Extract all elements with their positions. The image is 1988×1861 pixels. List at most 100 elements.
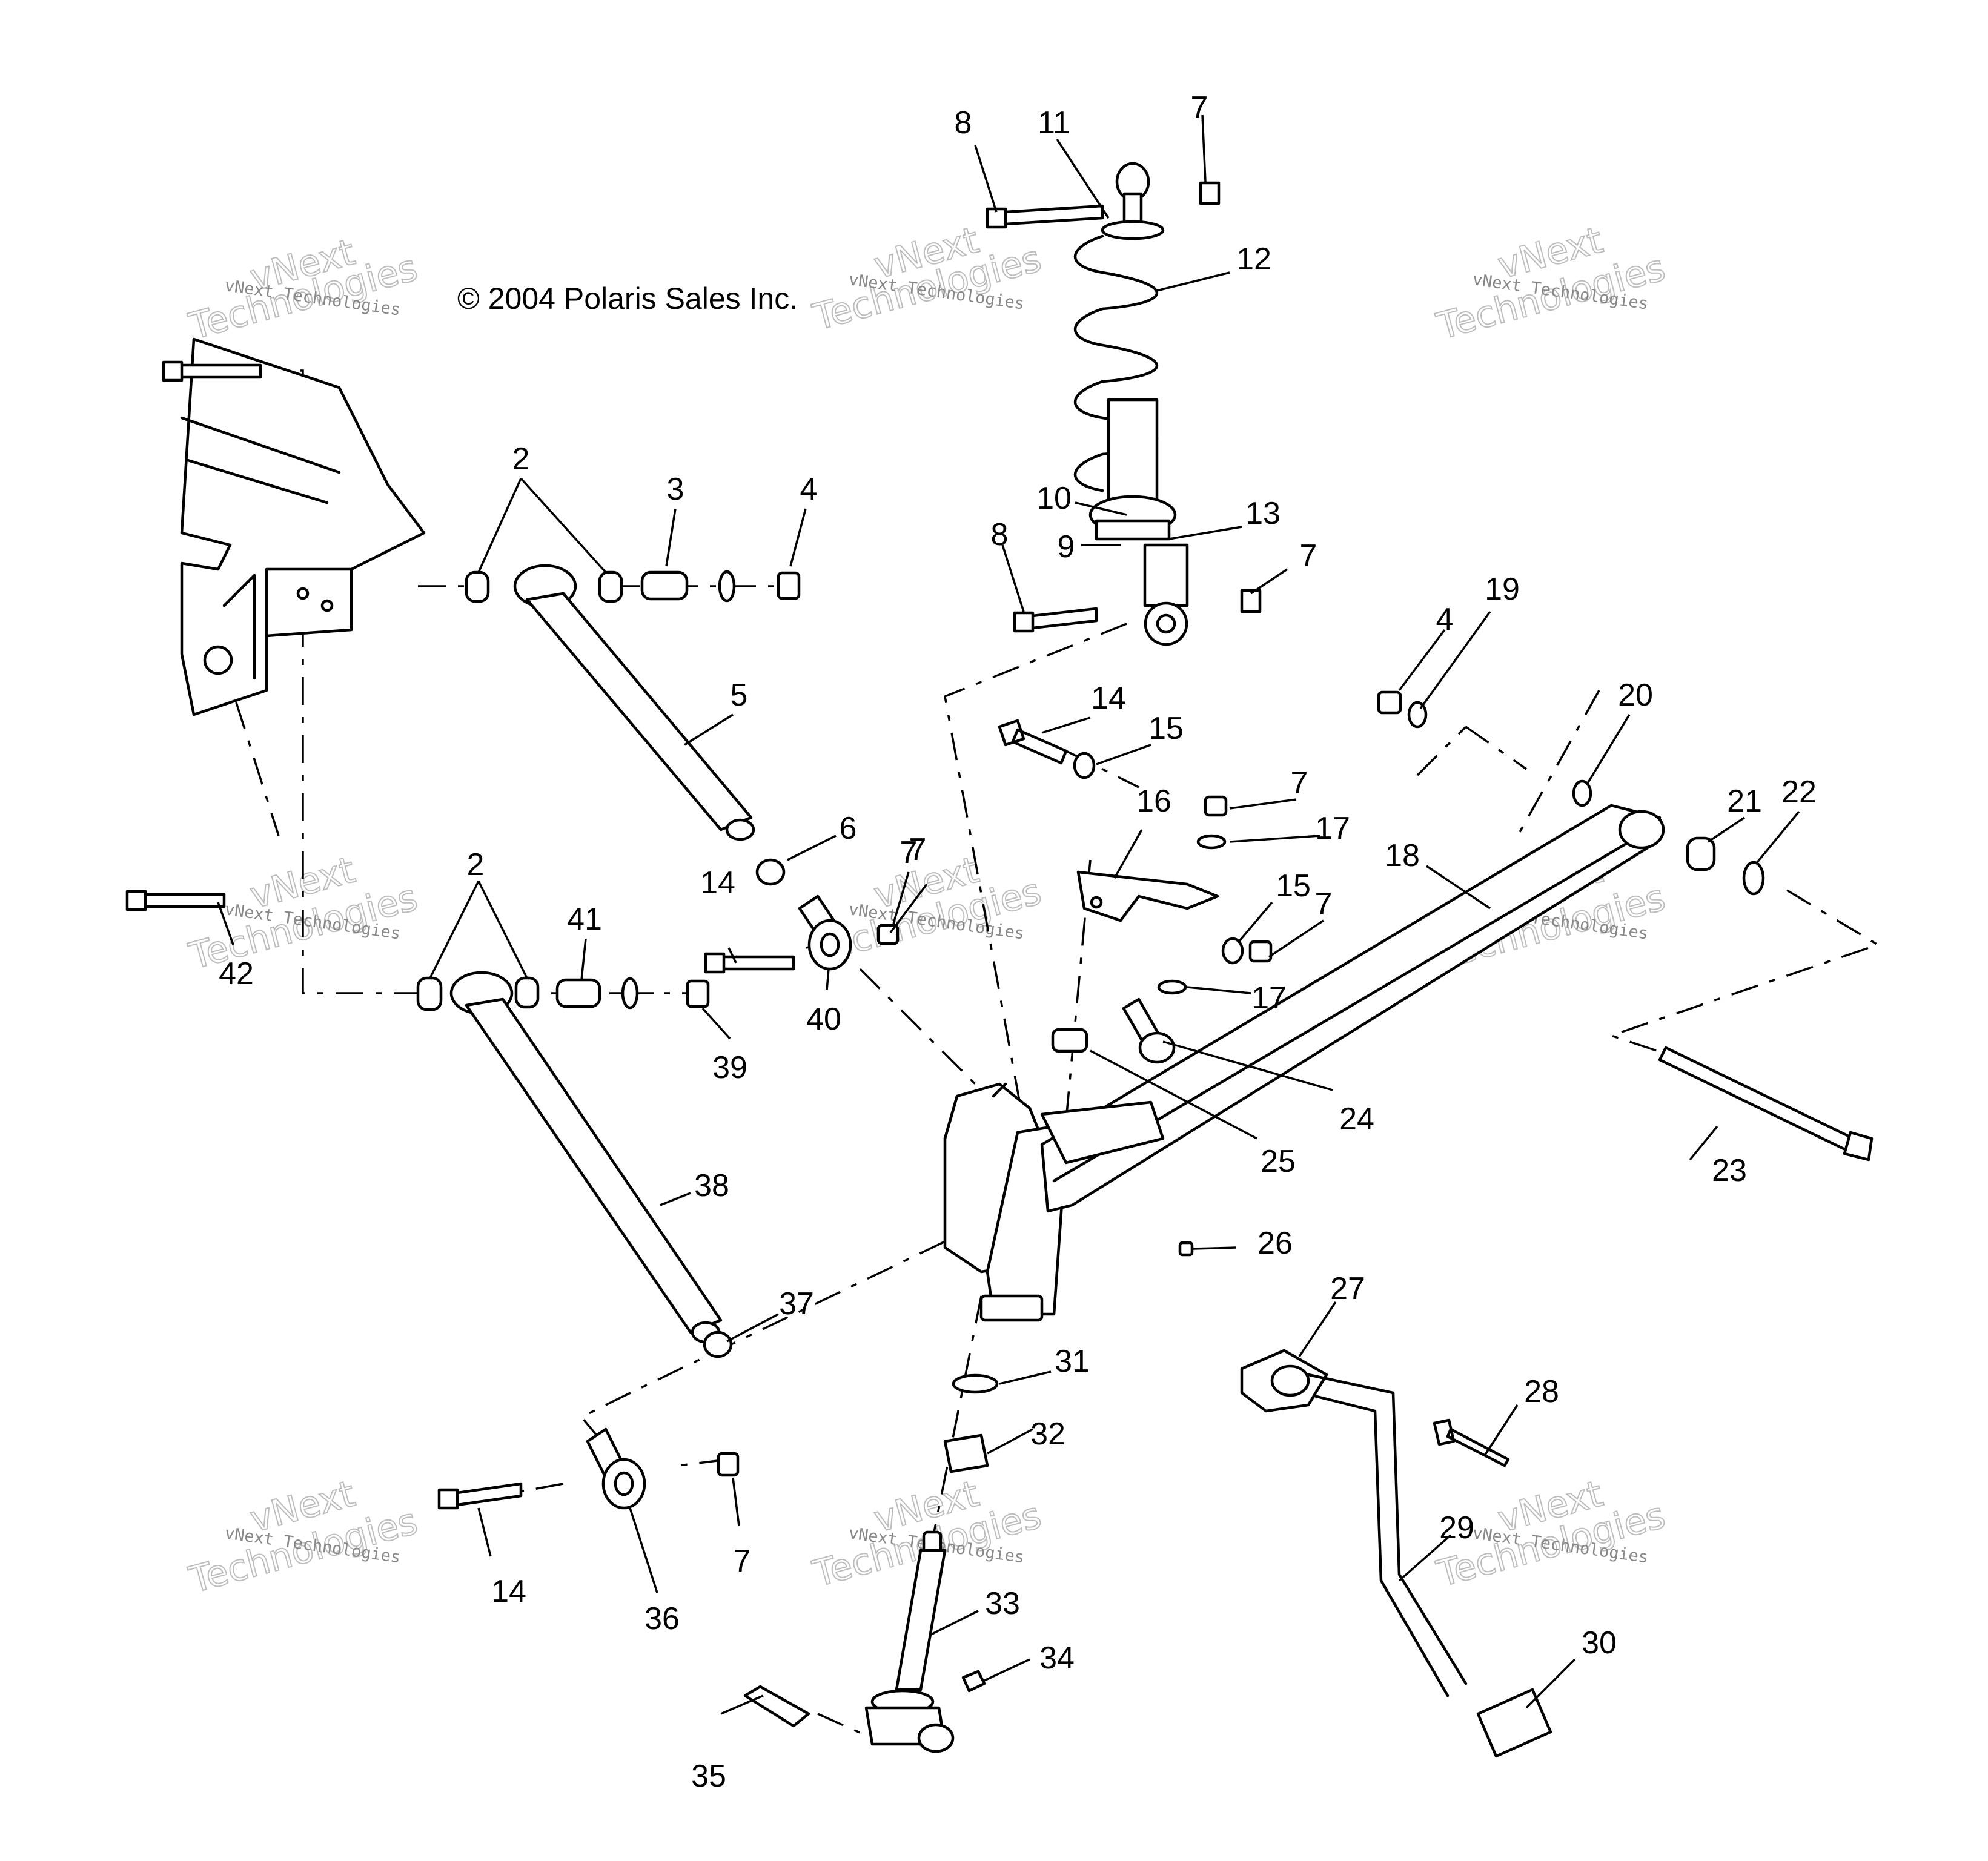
nut-4-right — [1377, 690, 1402, 715]
callout-38: 38 — [694, 1168, 729, 1203]
callout-14-middle: 14 — [700, 865, 735, 901]
ring-22 — [1742, 861, 1765, 896]
callout-28: 28 — [1524, 1374, 1559, 1409]
leader-lines — [217, 114, 1800, 1715]
nut-7-top-right — [1204, 795, 1228, 817]
bolt-14-top — [998, 719, 1068, 765]
bolt-28 — [1433, 1418, 1510, 1467]
bushing-35 — [743, 1685, 810, 1728]
stabilizer-bracket-27 — [1240, 1349, 1328, 1413]
callout-10: 10 — [1036, 481, 1072, 516]
nut-7-bottom — [717, 1452, 740, 1477]
callout-12: 12 — [1236, 242, 1271, 277]
callout-7-steer: 7 — [1291, 765, 1308, 801]
callout-7-balljoint: 7 — [909, 832, 927, 867]
callout-32: 32 — [1030, 1416, 1065, 1452]
callout-5: 5 — [731, 678, 748, 713]
axle-bolt-23 — [1658, 1046, 1874, 1162]
callout-8-lower: 8 — [991, 517, 1009, 552]
upper-a-arm-5 — [465, 564, 801, 886]
watermark-top-center: vNext Technologies vNext Technologies — [808, 219, 1046, 340]
callout-2-lower: 2 — [467, 847, 485, 882]
callout-40: 40 — [806, 1002, 841, 1037]
callout-33: 33 — [985, 1586, 1020, 1621]
callout-41: 41 — [567, 902, 602, 937]
callout-7-top: 7 — [1191, 90, 1208, 125]
callout-15-right: 15 — [1276, 868, 1311, 904]
callout-11: 11 — [1038, 105, 1070, 140]
clamp-30 — [1476, 1688, 1552, 1758]
callout-7-middle: 7 — [900, 835, 918, 870]
callout-36: 36 — [644, 1601, 680, 1636]
callout-39: 39 — [712, 1050, 747, 1085]
callout-7-right: 7 — [1315, 887, 1333, 922]
bushing-21 — [1686, 836, 1716, 871]
grease-fitting-34 — [961, 1670, 986, 1693]
bushing-32 — [943, 1433, 989, 1473]
copyright-text: © 2004 Polaris Sales Inc. — [457, 282, 798, 316]
ball-joint-40 — [798, 894, 852, 971]
callout-42: 42 — [219, 956, 254, 991]
callout-4-right: 4 — [1436, 602, 1454, 637]
bolt-42 — [125, 890, 226, 911]
callout-2-upper: 2 — [512, 441, 530, 477]
callout-29: 29 — [1439, 1510, 1474, 1545]
callout-20: 20 — [1618, 678, 1653, 713]
lower-a-arm-38 — [416, 971, 733, 1358]
callout-4-upper: 4 — [800, 472, 818, 507]
callout-14-top: 14 — [1091, 681, 1126, 716]
stabilizer-bar-29 — [1307, 1373, 1468, 1697]
ball-joint-36 — [586, 1427, 646, 1510]
watermark-top-left: vNext Technologies vNext Technologies — [184, 231, 422, 349]
callout-14-bottom: 14 — [491, 1574, 526, 1609]
callout-26: 26 — [1257, 1226, 1293, 1261]
callout-30: 30 — [1582, 1625, 1617, 1661]
callout-25: 25 — [1261, 1144, 1296, 1179]
bushing-25 — [1051, 1028, 1088, 1053]
callout-19: 19 — [1485, 572, 1520, 607]
callout-3: 3 — [667, 472, 684, 507]
watermark-top-right: vNext Technologies vNext Technologies — [1432, 219, 1670, 349]
callout-17-bottom: 17 — [1251, 980, 1287, 1016]
watermark-bottom-left: vNext Technologies vNext Technologies — [184, 1472, 422, 1602]
bolt-top-left — [162, 360, 262, 382]
seal-31 — [952, 1373, 999, 1394]
callout-22: 22 — [1781, 775, 1817, 810]
callout-7-bottom: 7 — [734, 1544, 751, 1579]
bolt-14-middle — [704, 952, 795, 974]
washer-17-bottom — [1157, 979, 1187, 995]
callout-24: 24 — [1339, 1102, 1374, 1137]
shock-absorber-12 — [986, 162, 1262, 646]
bolt-14-bottom — [437, 1482, 523, 1510]
callout-18: 18 — [1385, 838, 1420, 873]
washer-15-top — [1073, 752, 1096, 779]
washer-15-right — [1221, 937, 1244, 965]
callout-34: 34 — [1039, 1641, 1075, 1676]
callout-17-top: 17 — [1315, 811, 1350, 846]
tie-rod-end-24 — [1122, 997, 1176, 1064]
washer-20 — [1572, 779, 1592, 807]
frame-bracket — [180, 337, 426, 716]
trailing-arm-18 — [1040, 804, 1665, 1213]
callout-35: 35 — [691, 1759, 726, 1794]
callout-23: 23 — [1712, 1153, 1747, 1188]
callout-13: 13 — [1245, 496, 1281, 531]
callout-15-top: 15 — [1148, 711, 1184, 746]
nut-7-right — [1248, 940, 1273, 963]
callout-27: 27 — [1330, 1271, 1365, 1306]
callout-16: 16 — [1136, 784, 1171, 819]
spindle-shaft-33 — [864, 1530, 955, 1753]
callout-9: 9 — [1058, 529, 1075, 564]
callout-31: 31 — [1055, 1344, 1090, 1379]
callout-labels: 2 3 4 5 6 7 8 11 7 12 10 13 9 8 7 4 19 1… — [219, 90, 1817, 1794]
steering-arm-16 — [1076, 870, 1219, 922]
washer-17-top — [1196, 834, 1227, 850]
callout-37: 37 — [779, 1286, 814, 1321]
callout-7-shock: 7 — [1300, 538, 1317, 574]
grease-fitting-26 — [1178, 1241, 1194, 1257]
callout-8-top: 8 — [955, 105, 972, 140]
callout-21: 21 — [1727, 784, 1762, 819]
callout-6: 6 — [840, 811, 857, 846]
